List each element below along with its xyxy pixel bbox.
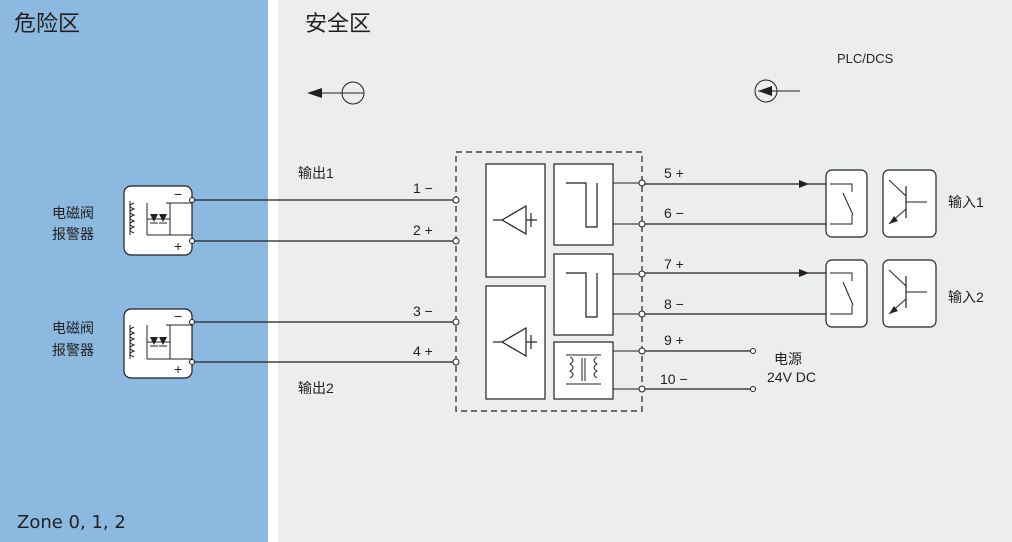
terminal-1 (452, 196, 460, 204)
terminal-5-label: 5 + (664, 165, 684, 181)
zone-divider (268, 0, 278, 542)
plc-input-2: 输入2 (825, 259, 984, 328)
coil-icon (129, 201, 136, 235)
terminal-4 (452, 358, 460, 366)
power-label-line2: 24V DC (767, 369, 816, 385)
transistor-icon (888, 269, 927, 315)
terminal-5 (638, 179, 646, 187)
safe-zone-title: 安全区 (305, 11, 371, 36)
field-device-2-minus: − (174, 308, 182, 324)
terminal-2 (452, 237, 460, 245)
power-module (553, 341, 614, 400)
terminal-10-label: 10 − (660, 371, 688, 387)
transistor-box-1 (882, 169, 937, 238)
hazardous-zone-area (0, 0, 268, 542)
terminal-1-label: 1 − (413, 180, 433, 196)
square-pulse-icon (566, 182, 598, 228)
field-device-1-minus: − (174, 186, 182, 202)
amplifier-icon (493, 204, 537, 236)
terminal-3-label: 3 − (413, 303, 433, 319)
hazardous-zone-footer: Zone 0, 1, 2 (17, 512, 126, 533)
relay-contact-box-2 (825, 259, 868, 328)
switch-contact-icon (830, 272, 854, 315)
field-device-1-label-line1: 电磁阀 (52, 205, 94, 221)
terminal-7 (638, 270, 646, 278)
terminal-6-label: 6 − (664, 205, 684, 221)
terminal-7-label: 7 + (664, 256, 684, 272)
diode-icon (150, 337, 158, 345)
power-label-line1: 电源 (774, 351, 802, 367)
transformer-icon (566, 354, 601, 385)
transistor-box-2 (882, 259, 937, 328)
terminal-10 (638, 385, 646, 393)
power-terminal-minus (750, 386, 756, 392)
field-device-1: 电磁阀 报警器 − + (52, 185, 193, 256)
square-pulse-icon (566, 272, 598, 318)
field-device-1-plus: + (174, 238, 182, 254)
plc-dcs-label: PLC/DCS (837, 51, 894, 66)
diode-icon (159, 337, 167, 345)
field-device-1-label-line2: 报警器 (52, 226, 94, 242)
terminal-3 (452, 318, 460, 326)
power-terminal-plus (750, 348, 756, 354)
terminal-2-label: 2 + (413, 222, 433, 238)
hazardous-zone-title: 危险区 (14, 11, 80, 36)
field-device-2-label-line1: 电磁阀 (52, 320, 94, 336)
field-device-2: 电磁阀 报警器 − + (52, 308, 193, 379)
arrow-into-circle-icon (754, 79, 800, 103)
terminal-9 (638, 347, 646, 355)
input-module-2 (553, 253, 614, 336)
terminal-8-label: 8 − (664, 296, 684, 312)
switch-contact-icon (830, 183, 854, 225)
plc-input-1: 输入1 (825, 169, 984, 238)
arrow-left-circle-icon (307, 81, 365, 105)
diode-icon (150, 214, 158, 222)
terminal-6 (638, 220, 646, 228)
input-2-label: 输入2 (948, 289, 984, 305)
output-1-label: 输出1 (298, 165, 334, 181)
transistor-icon (888, 179, 927, 225)
relay-contact-box-1 (825, 169, 868, 238)
field-device-2-housing (123, 308, 193, 379)
input-module-1 (553, 163, 614, 246)
coil-icon (129, 325, 136, 359)
terminal-8 (638, 310, 646, 318)
isolator-housing (455, 151, 643, 412)
terminal-4-label: 4 + (413, 343, 433, 359)
field-device-2-label-line2: 报警器 (52, 342, 94, 358)
amplifier-icon (493, 326, 537, 358)
diode-icon (159, 214, 167, 222)
field-device-2-plus: + (174, 361, 182, 377)
output-2-label: 输出2 (298, 380, 334, 396)
terminal-9-label: 9 + (664, 332, 684, 348)
input-1-label: 输入1 (948, 194, 984, 210)
